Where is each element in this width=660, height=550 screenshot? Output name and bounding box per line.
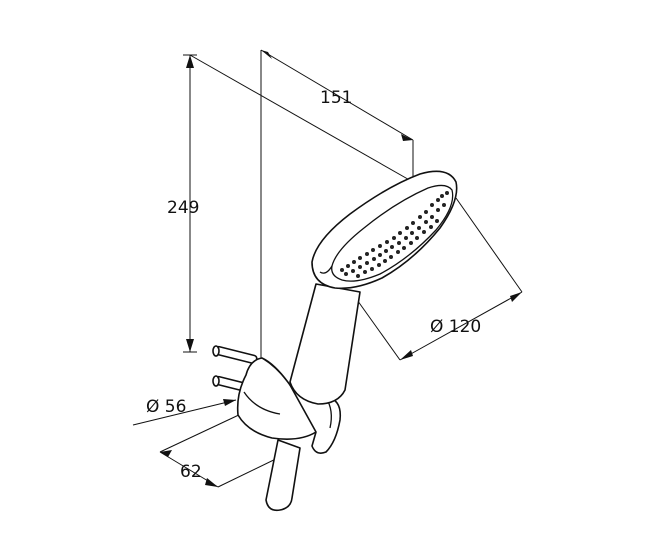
dimension-arrowheads [160, 50, 522, 487]
dimension-label-reach: 151 [320, 88, 352, 108]
handle [289, 283, 361, 405]
hose [265, 439, 301, 512]
nozzle-pattern [340, 191, 449, 278]
dimension-label-bracket-depth: 62 [180, 462, 202, 482]
dimension-label-height: 249 [167, 198, 199, 218]
dimension-label-head-diameter: Ø 120 [430, 317, 481, 337]
shower-head [311, 170, 458, 290]
dimension-label-bracket-diameter: Ø 56 [146, 397, 186, 417]
